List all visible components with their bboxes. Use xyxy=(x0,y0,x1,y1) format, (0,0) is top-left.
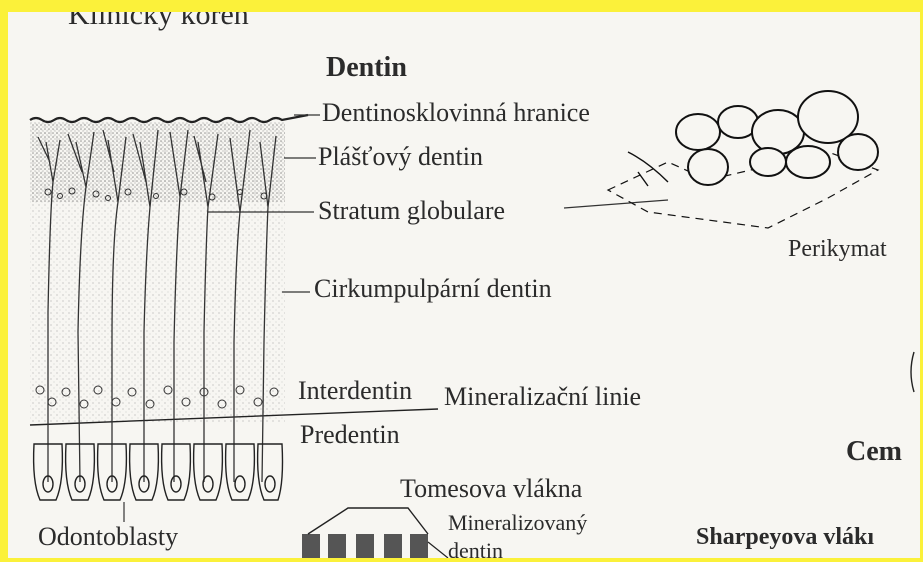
edge-stroke xyxy=(911,352,914,392)
label-mineralization-line: Mineralizační linie xyxy=(444,382,641,412)
label-circumpulpal-dentin: Cirkumpulpární dentin xyxy=(314,274,552,304)
label-sharpey-fibres: Sharpeyova vlákı xyxy=(696,524,874,551)
label-mineralized-1: Mineralizovaný xyxy=(448,510,587,536)
odontoblast-cells xyxy=(34,444,283,500)
label-stratum-globulare: Stratum globulare xyxy=(318,196,505,226)
label-dej: Dentinosklovinná hranice xyxy=(322,98,590,128)
label-tomes-fibres: Tomesova vlákna xyxy=(400,474,582,504)
label-perikymata: Perikymat xyxy=(788,236,887,263)
page-title: Dentin xyxy=(326,52,407,84)
top-fragment: Klinický kořen xyxy=(68,12,249,32)
scanned-page: Klinický kořen Dentin Dentinosklovinná h… xyxy=(8,12,920,558)
label-mineralized-2: dentin xyxy=(448,538,503,558)
label-predentin: Predentin xyxy=(300,420,400,450)
label-cement: Cem xyxy=(846,436,902,468)
label-mantle-dentin: Plášťový dentin xyxy=(318,142,483,172)
enamel-prisms-drawing xyxy=(608,91,878,228)
label-odontoblasts: Odontoblasty xyxy=(38,522,178,552)
tomes-fibre-drawing xyxy=(302,508,448,558)
label-interdentin: Interdentin xyxy=(298,376,412,406)
